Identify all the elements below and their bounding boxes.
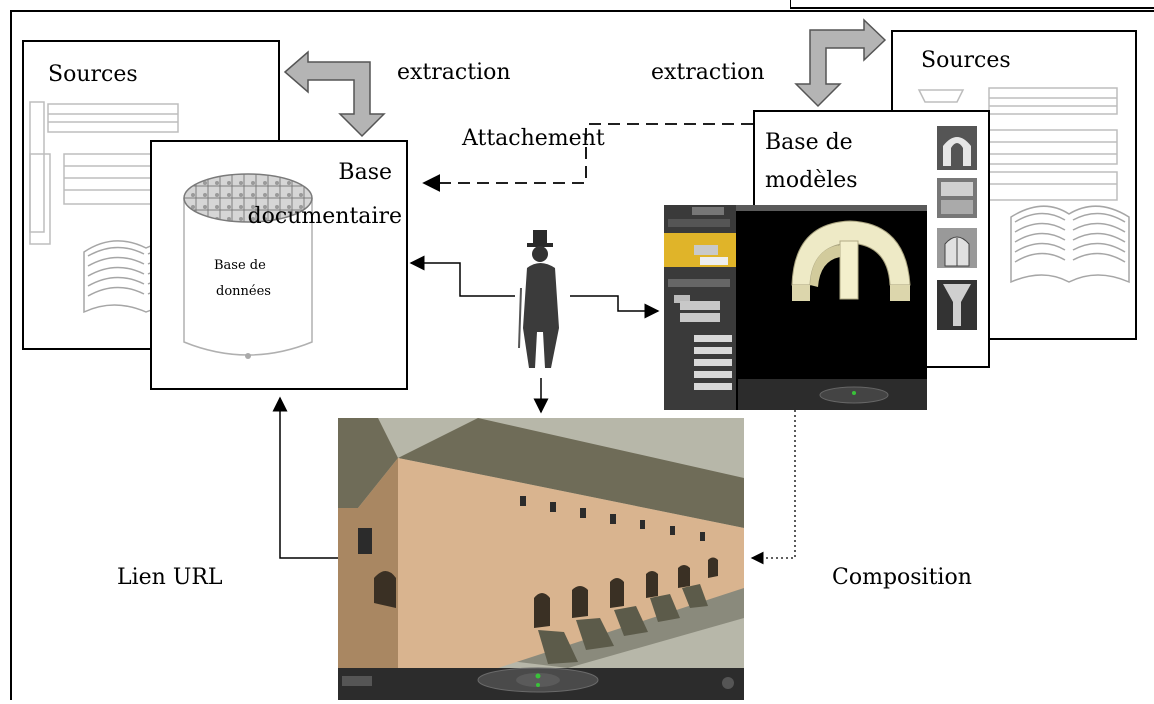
database-cylinder-icon [183,173,313,359]
extraction-label-right: extraction [651,60,765,85]
top-strip [790,0,1154,9]
base-modeles-title-line1: Base de [765,130,853,155]
arch-model-icon [791,220,911,301]
open-book-icon [1010,205,1130,284]
base-modeles-title-line2: modèles [765,168,858,193]
person-silhouette-icon [518,230,559,368]
bdd-label-line1: Base de [214,258,266,273]
base-doc-title-line2: documentaire [247,204,402,229]
attachement-label: Attachement [462,126,605,151]
modeler-ui [664,205,927,410]
sources-sketch-right [917,87,1130,284]
city-3d-scene [338,418,744,700]
extraction-label-left: extraction [397,60,511,85]
sources-sketch-left [29,101,209,314]
diagram-frame [10,10,1154,700]
base-documentaire-panel: Base documentaire Base de données [150,140,408,390]
bdd-label-line2: données [216,284,271,299]
model-thumbnails [937,126,977,330]
base-doc-title-line1: Base [338,160,392,185]
sources-label-right: Sources [921,48,1011,73]
sources-label-left: Sources [48,62,138,87]
modeler-screenshot [664,205,927,410]
lien-url-label: Lien URL [117,565,223,590]
composition-label: Composition [832,565,972,590]
city-3d-screenshot [338,418,744,700]
